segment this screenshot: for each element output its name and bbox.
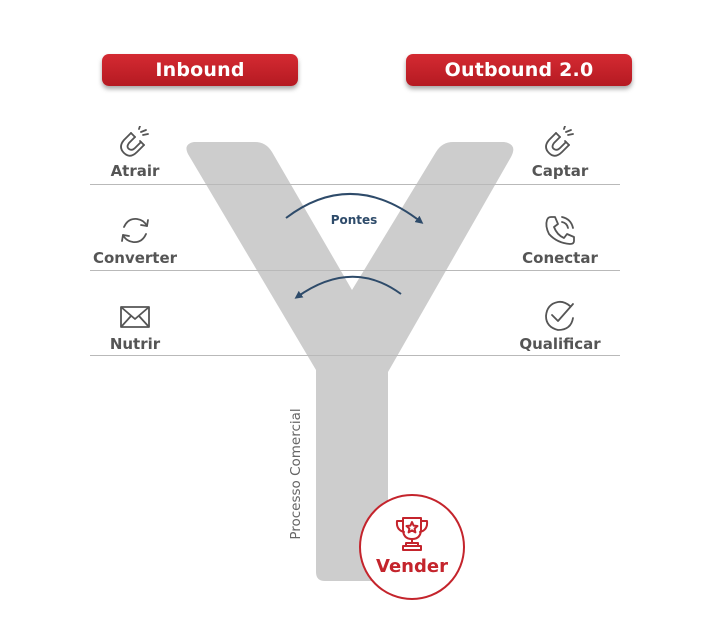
bridge-arrow-right [285,193,424,224]
refresh-icon [121,218,149,243]
step-label: Captar [531,162,589,180]
phone-call-icon [545,216,575,245]
magnet-icon [545,126,574,157]
step-label: Atrair [110,162,160,180]
y-shape [186,142,514,581]
outbound-step-captar: Captar [485,126,635,180]
step-label: Nutrir [109,335,161,353]
trophy-icon [395,517,429,551]
funnel-label-text: Processo Comercial [288,408,304,540]
outbound-step-qualificar: Qualificar [485,299,635,353]
magnet-icon [120,126,149,157]
step-label: Conectar [522,249,598,267]
final-step-label: Vender [376,556,448,577]
inbound-step-converter: Converter [60,213,210,267]
check-circle-icon [545,300,574,331]
inbound-header: Inbound [102,54,298,86]
outbound-step-conectar: Conectar [485,213,635,267]
inbound-step-nutrir: Nutrir [60,299,210,353]
final-step-vender: Vender [359,494,465,600]
row-divider [90,184,620,185]
row-divider [90,270,620,271]
row-divider [90,355,620,356]
outbound-header: Outbound 2.0 [406,54,632,86]
envelope-icon [120,306,150,328]
bridge-label: Pontes [330,213,378,227]
step-label: Converter [92,249,178,267]
step-label: Qualificar [519,335,601,353]
bridge-arrow-left [294,275,402,299]
inbound-step-atrair: Atrair [60,126,210,180]
